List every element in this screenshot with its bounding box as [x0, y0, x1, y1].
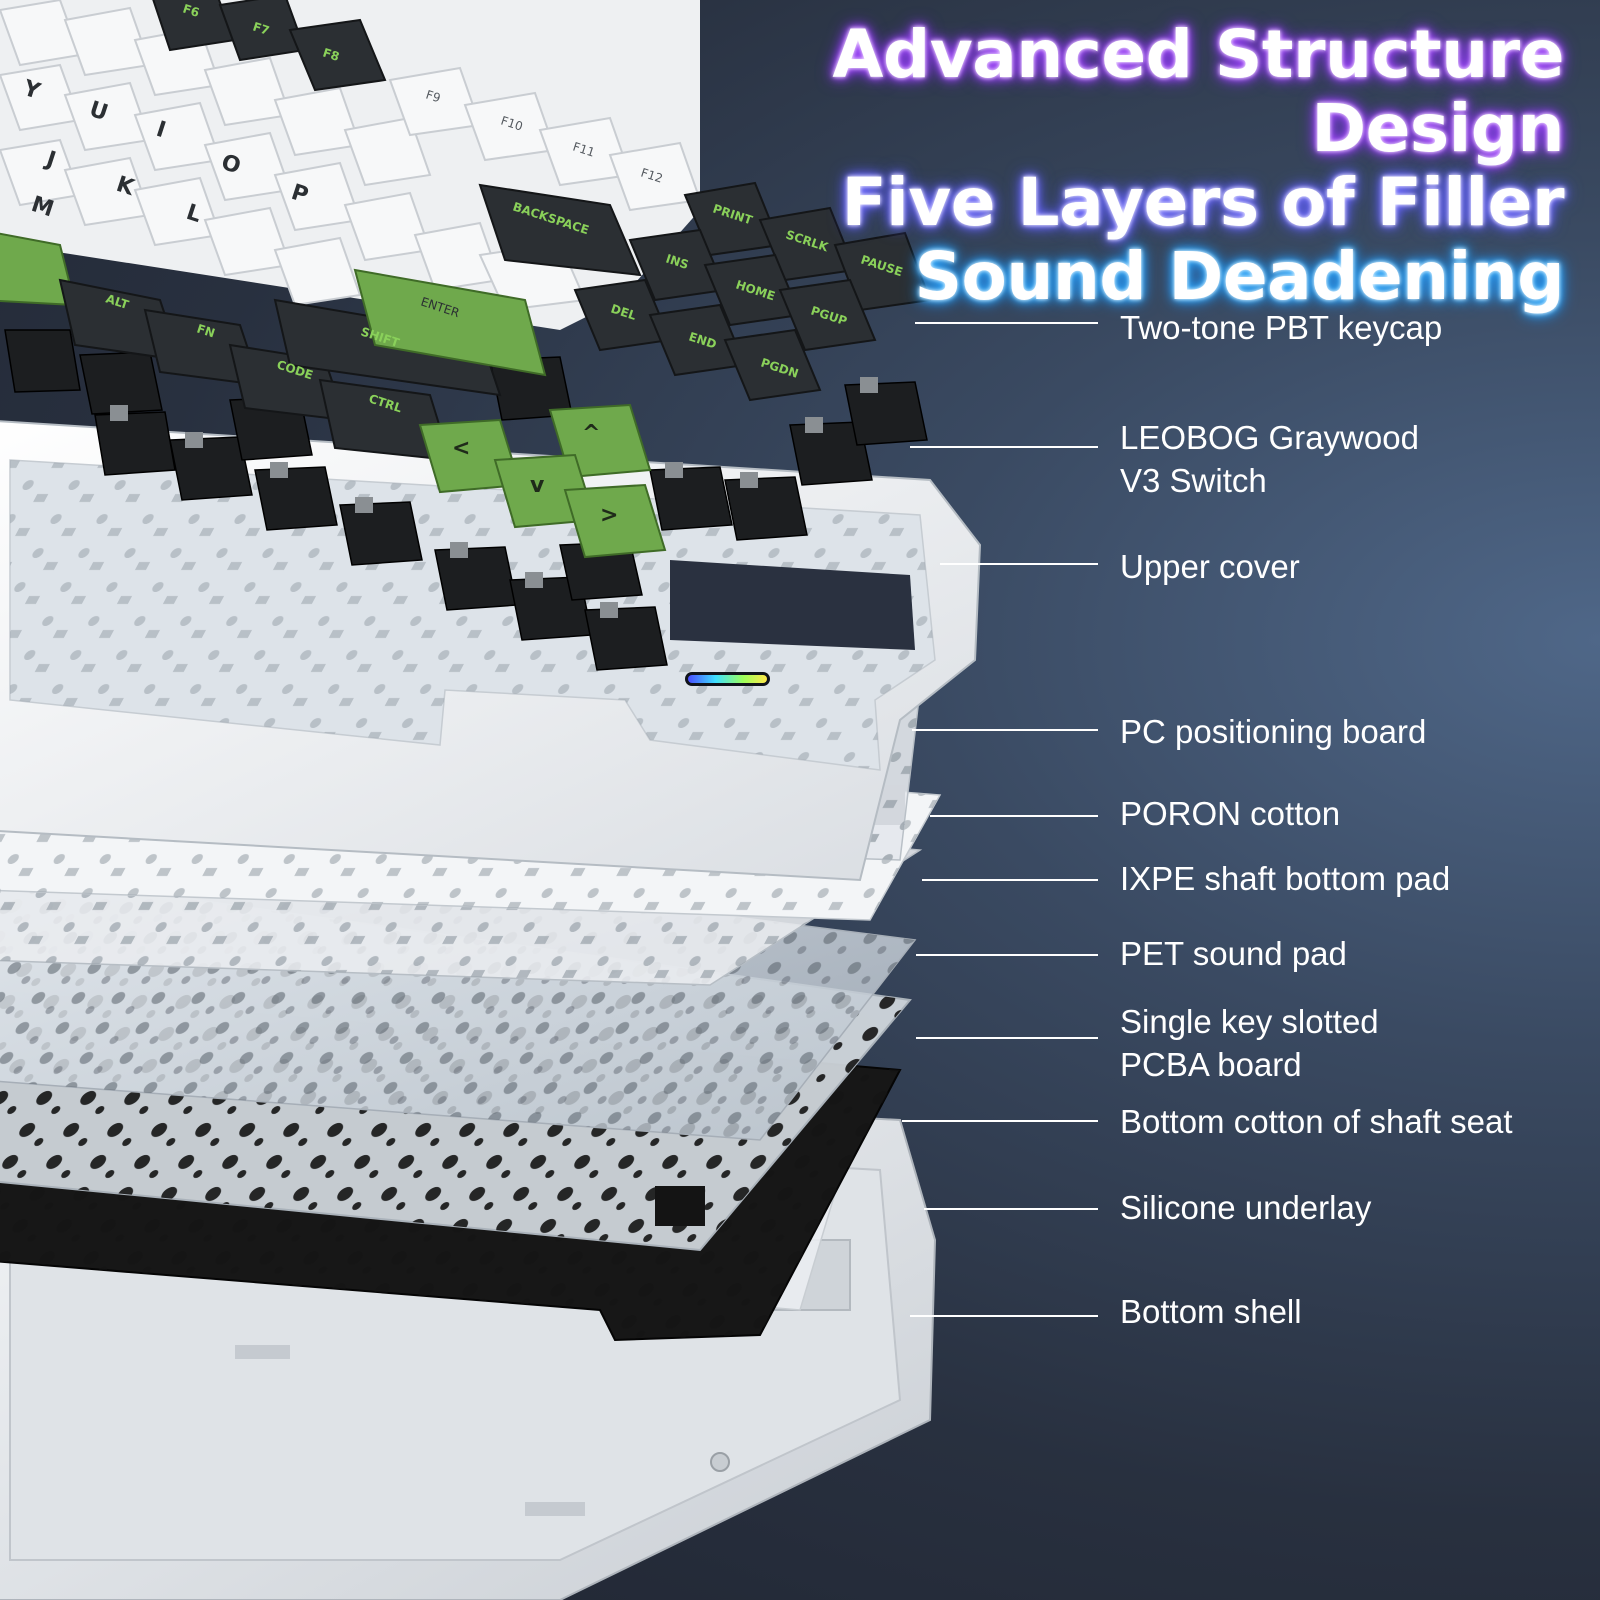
- leader-line-upper-cover: [940, 563, 1098, 565]
- svg-text:F11: F11: [571, 140, 596, 160]
- layer-label-upper-cover: Upper cover: [1120, 548, 1300, 585]
- svg-text:F7: F7: [251, 20, 271, 38]
- layer-label-switch-line-2: V3 Switch: [1120, 462, 1267, 499]
- leader-line-bottom-cotton: [902, 1120, 1098, 1122]
- layer-label-silicone: Silicone underlay: [1120, 1189, 1372, 1226]
- layer-label-switch-line-1: LEOBOG Graywood: [1120, 419, 1419, 456]
- layer-label-pcba-line-1: Single key slotted: [1120, 1003, 1379, 1040]
- svg-text:v: v: [530, 473, 545, 498]
- layer-label-pet: PET sound pad: [1120, 935, 1347, 972]
- switch-stems: [110, 377, 878, 618]
- keycap-layer: F6 F7 F8 BACKSPACE PRINT SCRLK PAUSE INS…: [0, 0, 932, 559]
- leader-line-silicone: [924, 1208, 1098, 1210]
- layer-label-pcba: Single key slotted PCBA board: [1120, 1000, 1379, 1086]
- svg-text:F10: F10: [499, 114, 524, 134]
- layer-label-ixpe: IXPE shaft bottom pad: [1120, 860, 1451, 897]
- upper-cover-layer: [0, 420, 982, 882]
- layer-label-poron: PORON cotton: [1120, 795, 1341, 832]
- leader-line-ixpe: [922, 879, 1098, 881]
- svg-text:<: <: [452, 436, 470, 461]
- svg-text:F6: F6: [181, 2, 201, 20]
- layer-label-bottom-shell: Bottom shell: [1120, 1293, 1302, 1330]
- leader-line-pc-board: [912, 729, 1098, 731]
- leader-line-bottom-shell: [910, 1315, 1098, 1317]
- layer-label-pc-board: PC positioning board: [1120, 713, 1427, 750]
- leader-line-poron: [930, 815, 1098, 817]
- headline-line-1: Advanced Structure Design: [832, 16, 1564, 167]
- leader-line-pet: [916, 954, 1098, 956]
- svg-text:FN: FN: [195, 322, 217, 341]
- svg-text:F12: F12: [639, 166, 664, 186]
- headline-line-3: Sound Deadening: [914, 238, 1564, 315]
- svg-text:>: >: [600, 503, 618, 528]
- svg-text:F8: F8: [321, 46, 341, 64]
- leader-line-pcba: [916, 1037, 1098, 1039]
- layer-label-switch: LEOBOG Graywood V3 Switch: [1120, 416, 1419, 502]
- svg-text:INS: INS: [664, 252, 690, 272]
- svg-text:P: P: [288, 180, 311, 209]
- layer-label-bottom-cotton: Bottom cotton of shaft seat: [1120, 1103, 1513, 1140]
- svg-text:F9: F9: [424, 88, 442, 106]
- headline: Advanced Structure Design Five Layers of…: [564, 18, 1564, 314]
- layer-label-pcba-line-2: PCBA board: [1120, 1046, 1302, 1083]
- layer-label-keycap: Two-tone PBT keycap: [1120, 309, 1443, 346]
- headline-line-2: Five Layers of Filler: [841, 164, 1565, 241]
- leader-line-switch: [910, 446, 1098, 448]
- leader-line-keycap: [915, 322, 1098, 324]
- svg-text:^: ^: [582, 421, 600, 446]
